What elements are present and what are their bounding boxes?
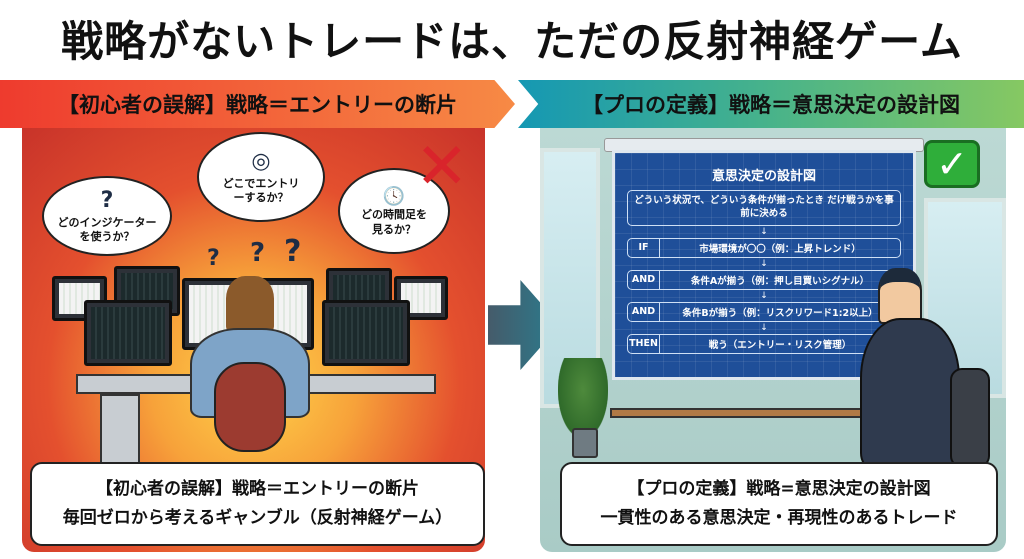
board-intro: どういう状況で、どういう条件が揃ったとき だけ戦うかを事前に決める — [627, 190, 901, 226]
plant — [558, 358, 608, 438]
question-mark: ? — [250, 238, 266, 268]
question-mark: ? — [284, 234, 302, 269]
thought-bubble: 🕓 どの時間足を見るか？ — [338, 168, 450, 254]
down-arrow-icon: ↓ — [760, 290, 768, 301]
target-icon: ◎ — [251, 149, 271, 175]
rule-value: 条件Bが揃う（例：リスクリワード1:2以上） — [682, 307, 878, 319]
question-icon: ? — [100, 188, 114, 214]
beginner-illustration: ? どのインジケーターを使うか？ ◎ どこでエントリーするか？ 🕓 どの時間足を… — [22, 128, 485, 552]
caption-title: 【初心者の誤解】戦略＝エントリーの断片 — [96, 479, 419, 500]
down-arrow-icon: ↓ — [760, 226, 768, 237]
rule-value: 戦う（エントリー・リスク管理） — [708, 339, 852, 351]
rule-key: AND — [628, 302, 660, 321]
rule-value: 条件Aが揃う（例：押し目買いシグナル） — [690, 275, 870, 287]
thought-text: どこでエントリーするか？ — [222, 177, 300, 205]
desk-drawer — [100, 394, 140, 464]
rule-key: AND — [628, 270, 660, 289]
professional-body — [860, 318, 960, 468]
question-mark: ? — [207, 246, 220, 271]
office-chair — [950, 368, 990, 468]
pro-caption: 【プロの定義】戦略=意思決定の設計図 一貫性のある意思決定・再現性のあるトレード — [560, 462, 998, 546]
page-title: 戦略がないトレードは、ただの反射神経ゲーム — [61, 17, 963, 66]
rule-row: IF 市場環境が〇〇（例：上昇トレンド） — [627, 237, 901, 258]
caption-text: 毎回ゼロから考えるギャンブル（反射神経ゲーム） — [62, 508, 453, 528]
caption-title: 【プロの定義】戦略=意思決定の設計図 — [627, 479, 931, 500]
down-arrow-icon: ↓ — [760, 258, 768, 269]
plant-pot — [572, 428, 598, 458]
trader-head — [226, 276, 274, 332]
rule-row: AND 条件Aが揃う（例：押し目買いシグナル） — [627, 269, 901, 290]
down-arrow-icon: ↓ — [760, 322, 768, 333]
cross-icon: ✕ — [415, 130, 469, 204]
rule-key: THEN — [628, 334, 660, 353]
check-icon: ✓ — [924, 140, 980, 188]
thought-bubble: ? どのインジケーターを使うか？ — [42, 176, 172, 256]
rule-row: AND 条件Bが揃う（例：リスクリワード1:2以上） — [627, 301, 901, 322]
trading-monitor — [322, 300, 410, 366]
blueprint-board: 意思決定の設計図 どういう状況で、どういう条件が揃ったとき だけ戦うかを事前に決… — [612, 150, 916, 380]
beginner-header: 【初心者の誤解】戦略＝エントリーの断片 — [0, 80, 515, 128]
beginner-caption: 【初心者の誤解】戦略＝エントリーの断片 毎回ゼロから考えるギャンブル（反射神経ゲ… — [30, 462, 485, 546]
professional-head — [878, 268, 922, 324]
thought-bubble: ◎ どこでエントリーするか？ — [197, 132, 325, 222]
office-chair — [214, 362, 286, 452]
pro-header: 【プロの定義】戦略＝意思決定の設計図 — [518, 80, 1024, 128]
rule-row: THEN 戦う（エントリー・リスク管理） — [627, 333, 901, 354]
trading-monitor — [84, 300, 172, 366]
thought-text: どの時間足を見るか？ — [361, 208, 427, 236]
rule-value: 市場環境が〇〇（例：上昇トレンド） — [699, 243, 861, 255]
rule-key: IF — [628, 238, 660, 257]
board-title: 意思決定の設計図 — [711, 169, 816, 184]
caption-text: 一貫性のある意思決定・再現性のあるトレード — [600, 508, 958, 528]
thought-text: どのインジケーターを使うか？ — [57, 216, 157, 244]
clock-icon: 🕓 — [382, 186, 406, 207]
